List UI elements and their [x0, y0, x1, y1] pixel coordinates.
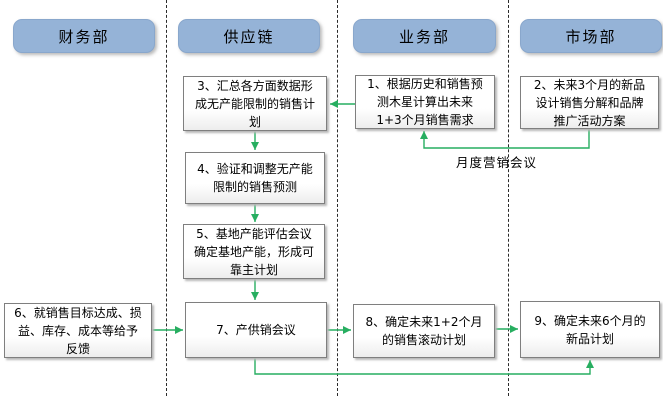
lane-separator: [337, 0, 338, 396]
flow-node-7-snop-meeting: 7、产供销会议: [185, 302, 327, 358]
flow-node-3-unconstrained-plan: 3、汇总各方面数据形成无产能限制的销售计划: [183, 76, 327, 131]
flow-node-8-rolling-plan: 8、确定未来1+2个月的销售滚动计划: [353, 304, 495, 358]
flow-node-1-sales-demand: 1、根据历史和销售预测木星计算出未来1+3个月销售需求: [355, 75, 495, 129]
lane-header-finance-dept: 财务部: [13, 19, 155, 53]
lane-header-supply-chain: 供应链: [178, 19, 320, 53]
lane-separator: [166, 0, 167, 396]
lane-header-marketing-dept: 市场部: [520, 19, 662, 53]
lane-separator: [508, 0, 509, 396]
flow-node-5-capacity-review: 5、基地产能评估会议确定基地产能，形成可靠主计划: [183, 224, 325, 279]
flow-node-9-6month-plan: 9、确定未来6个月的新品计划: [520, 301, 660, 358]
flow-node-2-new-product-plan: 2、未来3个月的新品设计销售分解和品牌推广活动方案: [520, 76, 659, 129]
flow-node-4-verify-forecast: 4、验证和调整无产能限制的销售预测: [185, 152, 325, 204]
lane-header-business-dept: 业务部: [353, 19, 496, 53]
flow-node-6-finance-feedback: 6、就销售目标达成、损益、库存、成本等给予反馈: [4, 303, 152, 358]
edge-label-monthly-marketing-meeting: 月度营销会议: [456, 155, 538, 170]
